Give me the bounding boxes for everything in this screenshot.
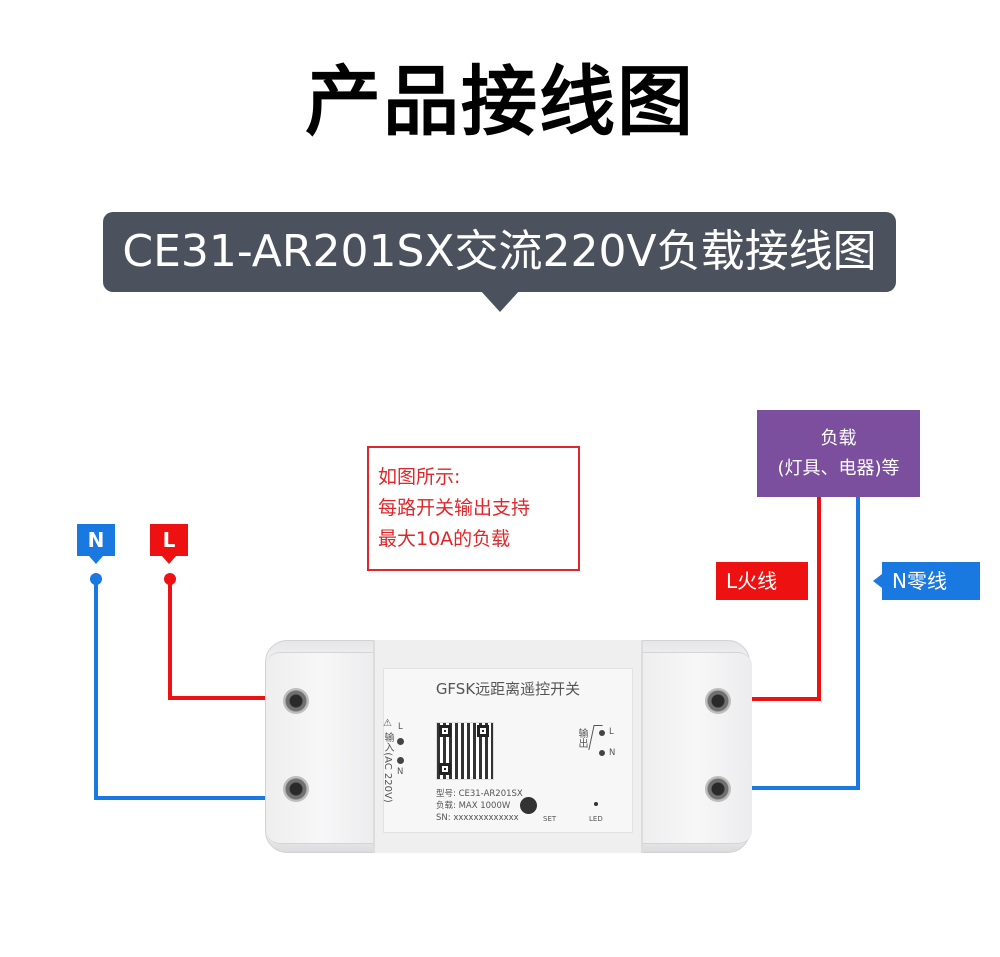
input-neutral-tag: N [77, 524, 115, 556]
load-rating-text: 负载: MAX 1000W [436, 801, 511, 811]
input-label: ⚠ 输入(AC 220V) [382, 718, 393, 803]
set-label: SET [543, 815, 557, 823]
input-terminal-l: L [398, 722, 403, 732]
input-live-tag: L [150, 524, 188, 556]
note-line: 如图所示: [378, 466, 461, 488]
load-box: 负载 (灯具、电器)等 [757, 410, 920, 497]
led-label: LED [589, 815, 603, 823]
load-title: 负载 [820, 427, 857, 449]
neutral-input-wire [94, 580, 98, 800]
qr-code [436, 722, 494, 780]
input-live-screw-icon [283, 688, 309, 714]
live-input-wire [168, 580, 172, 700]
tag-pointer [873, 574, 882, 588]
diagram-banner: CE31-AR201SX交流220V负载接线图 [103, 212, 896, 292]
output-terminal-l: L [609, 727, 614, 737]
input-terminal-cap [266, 652, 376, 844]
live-output-wire [817, 497, 821, 701]
device-name: GFSK远距离遥控开关 [435, 680, 581, 698]
serial-number-text: SN: xxxxxxxxxxxxx [436, 813, 519, 823]
note-line: 每路开关输出支持 [378, 497, 531, 519]
live-output-wire [728, 697, 821, 701]
output-label: 输出 [576, 728, 587, 748]
tag-pointer [162, 556, 176, 564]
terminal-dot [599, 750, 605, 756]
qr-finder [477, 725, 489, 737]
tag-pointer [89, 556, 103, 564]
output-live-screw-icon [705, 688, 731, 714]
terminal-dot [397, 757, 404, 764]
live-input-node [164, 573, 176, 585]
warning-icon: ⚠ [382, 718, 393, 729]
neutral-input-wire [94, 796, 266, 800]
output-terminal-n: N [609, 748, 616, 758]
device-label-panel [383, 668, 633, 833]
neutral-output-wire [728, 786, 860, 790]
neutral-output-wire [856, 497, 860, 790]
output-neutral-tag: N零线 [882, 562, 980, 600]
output-terminal-cap [642, 652, 752, 844]
qr-finder [439, 763, 451, 775]
load-note: 如图所示: 每路开关输出支持 最大10A的负载 [367, 446, 580, 571]
page-title: 产品接线图 [305, 57, 695, 146]
led-indicator [594, 802, 598, 806]
tag-pointer [788, 574, 797, 588]
input-terminal-n: N [397, 767, 404, 777]
banner-pointer [480, 290, 520, 312]
input-neutral-screw-icon [283, 776, 309, 802]
model-text: 型号: CE31-AR201SX [436, 789, 523, 799]
output-neutral-screw-icon [705, 776, 731, 802]
terminal-dot [599, 730, 605, 736]
note-line: 最大10A的负载 [378, 528, 511, 550]
set-button[interactable] [520, 797, 537, 814]
neutral-input-node [90, 573, 102, 585]
terminal-dot [397, 738, 404, 745]
load-subtitle: (灯具、电器)等 [777, 457, 900, 479]
live-input-wire [168, 696, 266, 700]
qr-finder [439, 725, 451, 737]
